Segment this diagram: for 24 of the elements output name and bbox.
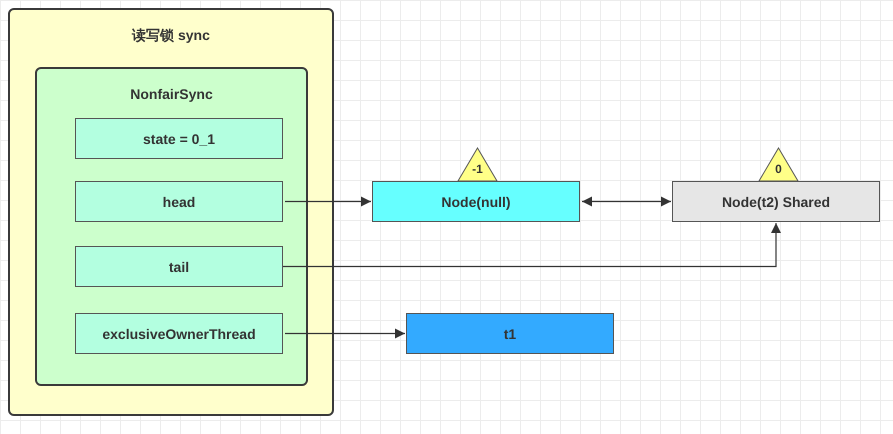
node-box — [372, 181, 580, 222]
field-box — [75, 118, 283, 159]
node-box — [672, 181, 880, 222]
field-label: exclusiveOwnerThread — [102, 326, 256, 340]
field-label: Node(t2) Shared — [722, 194, 830, 208]
field-label: head — [162, 194, 196, 208]
thread-box — [406, 313, 614, 354]
field-box — [75, 246, 283, 287]
field-box — [75, 313, 283, 354]
container-box — [35, 67, 308, 386]
container-box — [8, 8, 334, 416]
arrow — [582, 196, 671, 206]
status-value: 0 — [775, 161, 782, 178]
arrow — [285, 328, 405, 338]
arrow — [285, 196, 371, 206]
field-label: t1 — [504, 326, 516, 340]
status-value: -1 — [472, 161, 483, 178]
field-label: tail — [168, 260, 190, 274]
field-label: state = 0_1 — [143, 132, 215, 146]
field-box — [75, 181, 283, 222]
container-title: NonfairSync — [130, 87, 213, 101]
field-label: Node(null) — [441, 194, 511, 208]
container-title: 读写锁 sync — [132, 28, 210, 42]
arrow — [283, 223, 781, 268]
